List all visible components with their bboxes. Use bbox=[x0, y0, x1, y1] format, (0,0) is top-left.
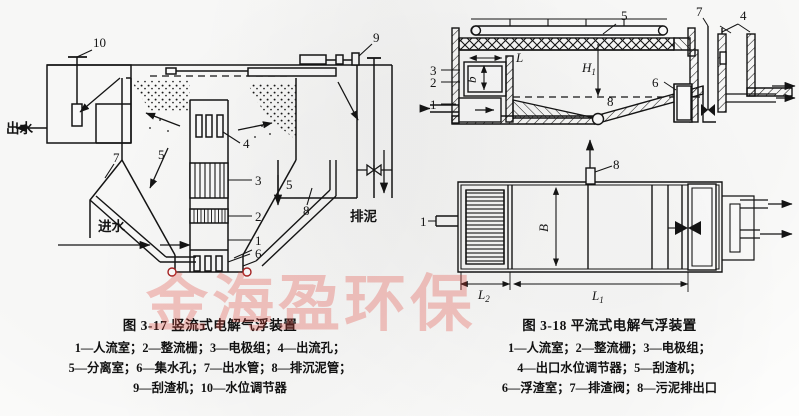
figure-3-17-drawing: 10 9 5 5 4 3 2 1 6 7 8 出水 进水 排泥 bbox=[0, 0, 420, 310]
dim-L1: L1 bbox=[591, 288, 604, 305]
callout-2: 2 bbox=[255, 209, 262, 224]
caption-line-right-1: 1—人流室；2—整流栅；3—电极组； bbox=[508, 341, 711, 355]
callout-5-right: 5 bbox=[286, 177, 293, 192]
caption-figure-3-17: 图 3-17 竖流式电解气浮装置 1—人流室；2—整流栅；3—电极组；4—出流孔… bbox=[0, 314, 420, 399]
callout-r2: 2 bbox=[430, 75, 437, 90]
caption-line-right-2: 4—出口水位调节器；5—刮渣机； bbox=[517, 360, 702, 375]
caption-title-left: 图 3-17 竖流式电解气浮装置 bbox=[122, 318, 298, 333]
dim-b: b bbox=[464, 76, 479, 83]
caption-line-left-2: 5—分离室；6—集水孔；7—出水管；8—排沉泥管； bbox=[68, 360, 352, 375]
dim-L2: L2 bbox=[477, 287, 490, 304]
figure-3-18-drawing: 5 7 4 3 2 1 6 8 L b H1 bbox=[419, 0, 799, 310]
callout-6: 6 bbox=[255, 246, 262, 261]
callout-p8: 8 bbox=[613, 157, 620, 172]
caption-line-left-3: 9—刮渣机；10—水位调节器 bbox=[133, 380, 287, 395]
dim-H1: H1 bbox=[581, 60, 596, 77]
callout-r5: 5 bbox=[621, 8, 628, 23]
callout-r7: 7 bbox=[696, 4, 703, 19]
callout-r4: 4 bbox=[740, 8, 747, 23]
caption-line-right-3: 6—浮渣室；7—排渣阀；8—污泥排出口 bbox=[501, 380, 718, 395]
callout-3: 3 bbox=[255, 173, 262, 188]
callout-9: 9 bbox=[373, 30, 380, 45]
caption-line-left-1: 1—人流室；2—整流栅；3—电极组；4—出流孔； bbox=[74, 341, 346, 355]
callout-5-left: 5 bbox=[158, 147, 165, 162]
callout-p1: 1 bbox=[420, 214, 427, 229]
label-outlet-water: 出水 bbox=[6, 120, 33, 137]
caption-figure-3-18: 图 3-18 平流式电解气浮装置 1—人流室；2—整流栅；3—电极组； 4—出口… bbox=[420, 314, 799, 399]
label-inlet-water: 进水 bbox=[98, 218, 125, 235]
callout-r1: 1 bbox=[430, 97, 437, 112]
label-sludge-discharge: 排泥 bbox=[350, 208, 377, 225]
callout-r3: 3 bbox=[430, 63, 437, 78]
dim-B: B bbox=[536, 224, 551, 232]
callout-r8: 8 bbox=[607, 94, 614, 109]
callout-7: 7 bbox=[113, 150, 120, 165]
dim-L: L bbox=[515, 50, 523, 65]
callout-10: 10 bbox=[93, 35, 106, 50]
callout-8: 8 bbox=[303, 203, 310, 218]
callout-r6: 6 bbox=[652, 75, 659, 90]
caption-title-right: 图 3-18 平流式电解气浮装置 bbox=[522, 318, 697, 333]
callout-4: 4 bbox=[243, 136, 250, 151]
callout-1: 1 bbox=[255, 233, 262, 248]
